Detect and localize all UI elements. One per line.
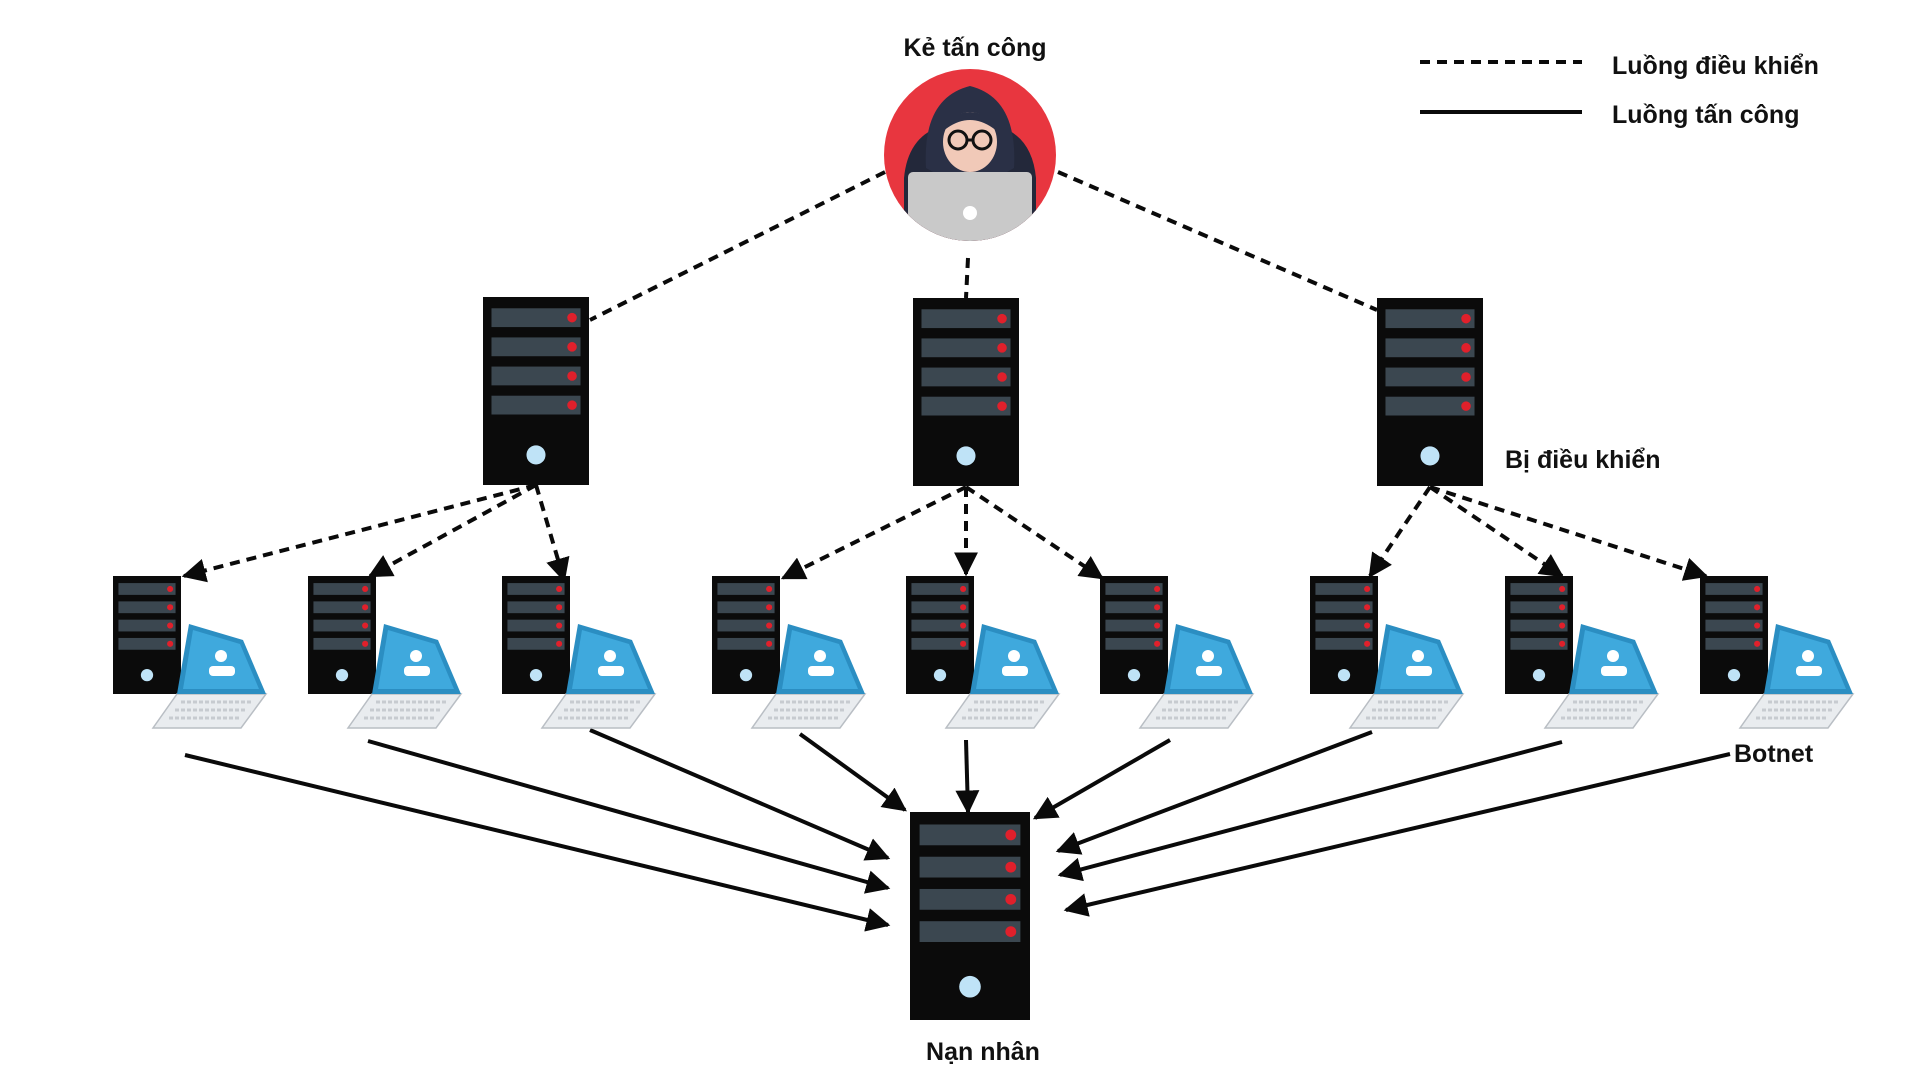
bot-laptop: [1348, 624, 1465, 729]
attack-line-2: [367, 739, 891, 894]
control-line-bot-4: [780, 485, 967, 580]
control-line-attacker-2: [964, 257, 970, 299]
attack-line-7: [1055, 730, 1373, 855]
bot-laptop: [346, 624, 463, 729]
botnet-machines: [113, 576, 1855, 729]
attack-line-9: [1063, 752, 1731, 917]
victim-label: Nạn nhân: [926, 1038, 1040, 1066]
bot-laptop: [1738, 624, 1855, 729]
bot-server: [308, 576, 376, 694]
handler-server-1: [483, 297, 589, 485]
legend-attack-label: Luồng tấn công: [1612, 101, 1799, 129]
bot-server: [1310, 576, 1378, 694]
bot-server: [1700, 576, 1768, 694]
bot-laptop: [750, 624, 867, 729]
attack-line-8: [1057, 740, 1563, 882]
legend-control-label: Luồng điều khiển: [1612, 52, 1819, 80]
bot-machine-8: [1505, 576, 1660, 729]
victim-node: [910, 812, 1030, 1020]
handler-server-2: [913, 298, 1019, 486]
attack-flow-lines: [184, 728, 1731, 932]
bot-laptop: [540, 624, 657, 729]
bot-machine-5: [906, 576, 1061, 729]
attack-line-6: [1032, 738, 1172, 820]
legend: Luồng điều khiển Luồng tấn công: [1420, 52, 1819, 129]
attack-line-4: [798, 732, 907, 812]
hacker-icon: [904, 86, 1036, 241]
control-flow-lines: [181, 170, 1709, 583]
bot-laptop: [151, 624, 268, 729]
bot-laptop: [944, 624, 1061, 729]
bot-machine-2: [308, 576, 463, 729]
bot-server: [1505, 576, 1573, 694]
attack-line-3: [589, 728, 891, 861]
control-line-attacker-1: [589, 170, 886, 322]
bot-server: [712, 576, 780, 694]
handlers-label: Bị điều khiển: [1505, 446, 1661, 474]
attacker-label: Kẻ tấn công: [903, 34, 1046, 62]
attack-line-5: [955, 739, 980, 815]
control-line-bot-3: [534, 484, 570, 583]
bot-laptop: [1543, 624, 1660, 729]
control-line-bot-9: [1429, 485, 1709, 581]
control-line-bot-6: [964, 485, 1104, 580]
bot-machine-3: [502, 576, 657, 729]
bot-server: [113, 576, 181, 694]
attack-line-1: [184, 753, 891, 932]
bot-laptop: [1138, 624, 1255, 729]
bot-server: [1100, 576, 1168, 694]
bot-machine-1: [113, 576, 268, 729]
control-line-bot-7: [1368, 485, 1432, 578]
control-line-bot-1: [181, 483, 537, 583]
bot-server: [906, 576, 974, 694]
bot-server: [502, 576, 570, 694]
attacker-node: [884, 69, 1056, 241]
control-line-bot-8: [1428, 485, 1564, 578]
bot-machine-6: [1100, 576, 1255, 729]
bot-machine-9: [1700, 576, 1855, 729]
handler-servers: [483, 297, 1483, 486]
victim-server: [910, 812, 1030, 1020]
bot-machine-7: [1310, 576, 1465, 729]
control-line-bot-2: [367, 483, 537, 578]
bot-machine-4: [712, 576, 867, 729]
handler-server-3: [1377, 298, 1483, 486]
botnet-label: Botnet: [1734, 740, 1814, 768]
control-line-attacker-3: [1057, 170, 1378, 312]
